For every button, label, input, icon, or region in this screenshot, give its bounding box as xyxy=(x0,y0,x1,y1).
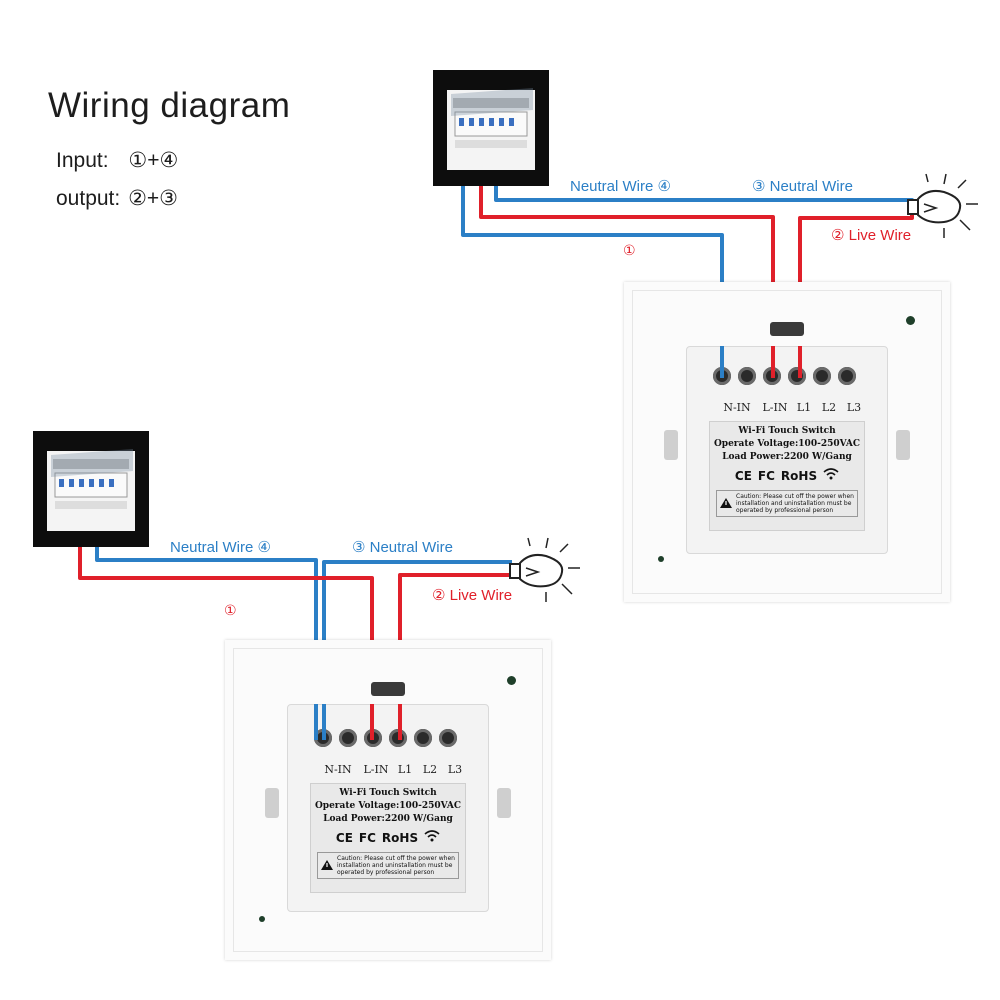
label-voltage: Operate Voltage:100-250VAC xyxy=(314,801,462,811)
top-switch-plate: N-IN L-IN L1 L2 L3 Wi-Fi Touch Switch Op… xyxy=(624,282,950,602)
terminal-l2 xyxy=(813,367,831,385)
label-n-in: N-IN xyxy=(723,401,751,414)
top-live-wire-label: ② Live Wire xyxy=(831,227,912,244)
terminal-row xyxy=(713,367,856,385)
mount-slot-left xyxy=(265,788,279,818)
input-value: ①+④ xyxy=(128,149,179,172)
label-l3: L3 xyxy=(846,401,862,414)
mount-slot-right xyxy=(497,788,511,818)
top-tab xyxy=(371,682,405,696)
warning-icon xyxy=(720,497,732,510)
top-neutral-wire-4-label: Neutral Wire ④ xyxy=(570,178,671,195)
terminal-n-in xyxy=(314,729,332,747)
terminal-row xyxy=(314,729,457,747)
diagram-title: Wiring diagram xyxy=(48,86,291,125)
terminal-extra xyxy=(339,729,357,747)
bottom-switch-module: N-IN L-IN L1 L2 L3 Wi-Fi Touch Switch Op… xyxy=(287,704,489,912)
terminal-labels: N-IN L-IN L1 L2 L3 xyxy=(318,763,466,776)
label-title: Wi-Fi Touch Switch xyxy=(738,426,836,436)
terminal-labels: N-IN L-IN L1 L2 L3 xyxy=(717,401,865,414)
terminal-l3 xyxy=(838,367,856,385)
cert-fc: FC xyxy=(757,468,775,483)
label-voltage: Operate Voltage:100-250VAC xyxy=(713,439,861,449)
terminal-l1 xyxy=(788,367,806,385)
output-label: output: xyxy=(56,187,121,210)
caution-box: Caution: Please cut off the power when i… xyxy=(317,852,459,879)
mount-slot-right xyxy=(896,430,910,460)
bottom-lamp-icon xyxy=(509,537,580,602)
top-tab xyxy=(770,322,804,336)
caution-box: Caution: Please cut off the power when i… xyxy=(716,490,858,517)
bottom-neutral-wire-3-label: ③ Neutral Wire xyxy=(352,539,453,556)
wifi-icon xyxy=(823,468,839,483)
terminal-n-in xyxy=(713,367,731,385)
label-l1: L1 xyxy=(796,401,812,414)
label-power: Load Power:2200 W/Gang xyxy=(722,452,852,462)
label-l-in: L-IN xyxy=(762,401,788,414)
breaker-box-icon xyxy=(47,449,135,531)
terminal-l2 xyxy=(414,729,432,747)
label-l3: L3 xyxy=(447,763,463,776)
input-legend: Input: ①+④ xyxy=(56,148,178,173)
terminal-l-in xyxy=(763,367,781,385)
bottom-breaker-panel xyxy=(33,431,149,547)
status-led xyxy=(507,676,516,685)
label-l2: L2 xyxy=(821,401,837,414)
spec-label-card: Wi-Fi Touch Switch Operate Voltage:100-2… xyxy=(310,783,466,893)
screw-hole xyxy=(259,916,265,922)
caution-text: Caution: Please cut off the power when i… xyxy=(337,855,455,876)
screw-hole xyxy=(658,556,664,562)
terminal-l1 xyxy=(389,729,407,747)
spec-label-card: Wi-Fi Touch Switch Operate Voltage:100-2… xyxy=(709,421,865,531)
top-wire-1-label: ① xyxy=(623,242,636,258)
cert-ce: CE xyxy=(734,468,752,483)
output-value: ②+③ xyxy=(128,187,178,210)
bottom-wire-1-label: ① xyxy=(224,602,237,618)
label-l2: L2 xyxy=(422,763,438,776)
label-power: Load Power:2200 W/Gang xyxy=(323,814,453,824)
bottom-switch-plate: N-IN L-IN L1 L2 L3 Wi-Fi Touch Switch Op… xyxy=(225,640,551,960)
bottom-neutral-wire-4-label: Neutral Wire ④ xyxy=(170,539,271,556)
warning-icon xyxy=(321,859,333,872)
label-title: Wi-Fi Touch Switch xyxy=(339,788,437,798)
cert-row: CE FC RoHS xyxy=(311,830,465,845)
top-lamp-icon xyxy=(907,173,978,238)
cert-row: CE FC RoHS xyxy=(710,468,864,483)
top-switch-module: N-IN L-IN L1 L2 L3 Wi-Fi Touch Switch Op… xyxy=(686,346,888,554)
bottom-live-wire-label: ② Live Wire xyxy=(432,587,513,604)
top-breaker-panel xyxy=(433,70,549,186)
cert-ce: CE xyxy=(335,830,353,845)
label-l1: L1 xyxy=(397,763,413,776)
output-legend: output: ②+③ xyxy=(56,186,178,211)
cert-rohs: RoHS xyxy=(780,468,818,483)
cert-fc: FC xyxy=(358,830,376,845)
caution-text: Caution: Please cut off the power when i… xyxy=(736,493,854,514)
status-led xyxy=(906,316,915,325)
label-n-in: N-IN xyxy=(324,763,352,776)
wifi-icon xyxy=(424,830,440,845)
label-l-in: L-IN xyxy=(363,763,389,776)
terminal-l3 xyxy=(439,729,457,747)
terminal-l-in xyxy=(364,729,382,747)
cert-rohs: RoHS xyxy=(381,830,419,845)
terminal-extra xyxy=(738,367,756,385)
mount-slot-left xyxy=(664,430,678,460)
input-label: Input: xyxy=(56,149,109,172)
breaker-box-icon xyxy=(447,88,535,170)
top-neutral-wire-3-label: ③ Neutral Wire xyxy=(752,178,853,195)
